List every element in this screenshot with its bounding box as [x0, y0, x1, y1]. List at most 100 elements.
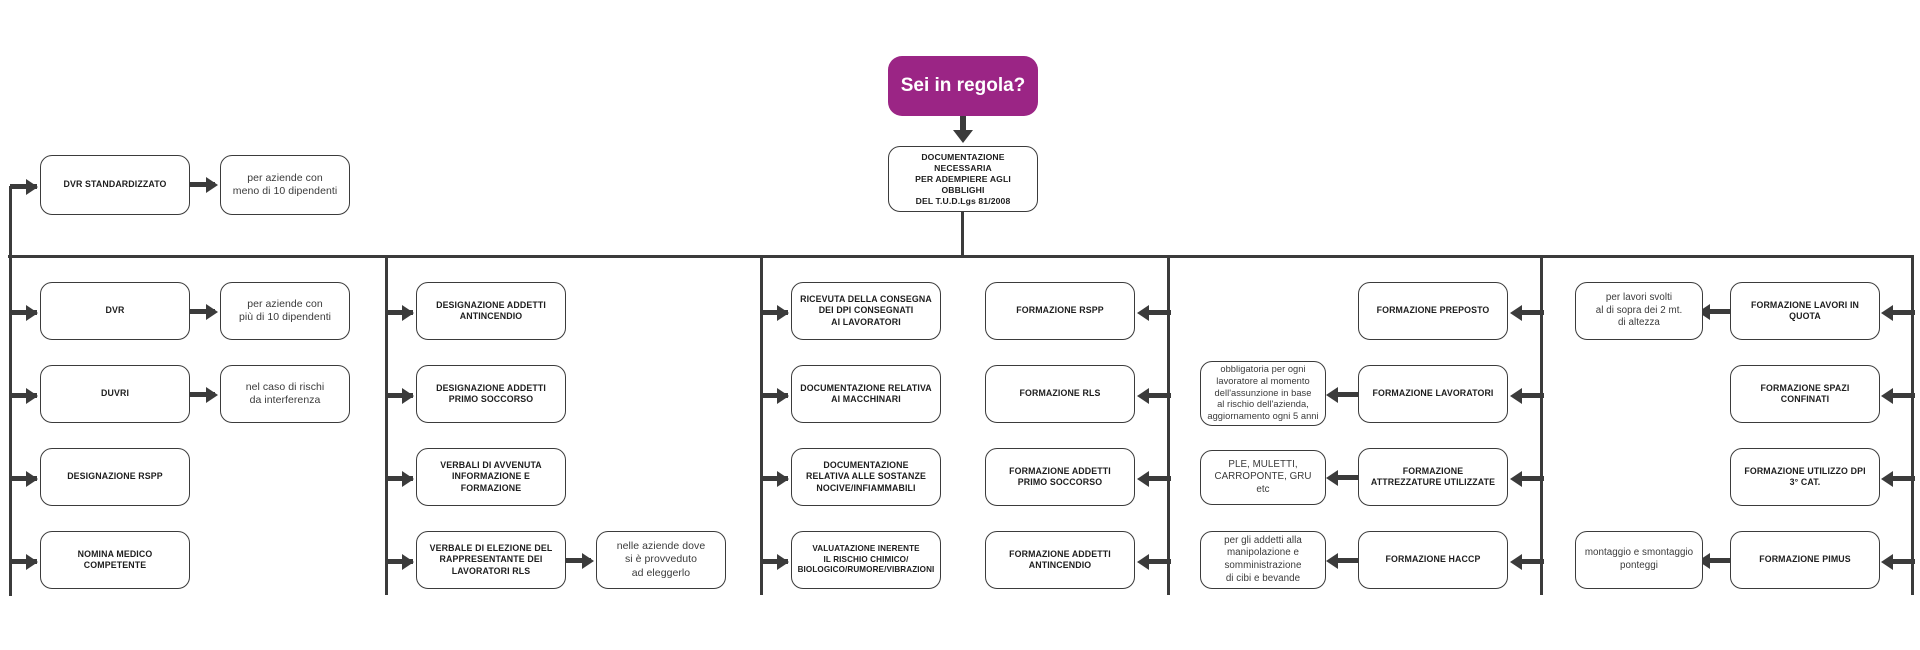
node-dvr-standardizzato[interactable]: DVR STANDARDIZZATO — [40, 155, 190, 215]
arrowhead-c5-r4 — [1510, 554, 1522, 570]
arrowhead-c2-r4-note — [582, 553, 594, 569]
node-c1-r1-label: DVR — [105, 305, 125, 316]
node-c4-r2[interactable]: FORMAZIONE RLS — [985, 365, 1135, 423]
node-c1-r1[interactable]: DVR — [40, 282, 190, 340]
arrowhead-c5-r3 — [1510, 471, 1522, 487]
connector-c4-r1 — [1144, 310, 1171, 315]
connector-dvr-standardizzato-to-note — [190, 182, 215, 187]
connector-root-to-main — [960, 116, 966, 132]
node-c6-r1-label: FORMAZIONE LAVORI IN QUOTA — [1750, 299, 1860, 321]
spine-column-3 — [760, 255, 764, 595]
main-node-label: DOCUMENTAZIONE NECESSARIA PER ADEMPIERE … — [915, 151, 1011, 206]
note-c1-r2-label: nel caso di rischi da interferenza — [245, 380, 325, 406]
connector-c2-r2 — [386, 393, 413, 398]
note-c5-r4-label: per gli addetti alla manipolazione e som… — [1224, 534, 1302, 584]
node-c2-r2[interactable]: DESIGNAZIONE ADDETTI PRIMO SOCCORSO — [416, 365, 566, 423]
arrowhead-to-dvr-standardizzato — [26, 179, 38, 195]
note-c6-r1[interactable]: per lavori svolti al di sopra dei 2 mt. … — [1575, 282, 1703, 340]
connector-c2-r1 — [386, 310, 413, 315]
node-c6-r4[interactable]: FORMAZIONE PIMUS — [1730, 531, 1880, 589]
connector-c5-r3-note — [1333, 475, 1358, 480]
connector-c5-r2 — [1517, 393, 1544, 398]
arrowhead-c6-r1 — [1881, 305, 1893, 321]
node-c1-r3[interactable]: DESIGNAZIONE RSPP — [40, 448, 190, 506]
node-c2-r1[interactable]: DESIGNAZIONE ADDETTI ANTINCENDIO — [416, 282, 566, 340]
spine-column-2 — [385, 255, 389, 595]
node-c5-r3-label: FORMAZIONE ATTREZZATURE UTILIZZATE — [1370, 465, 1496, 487]
node-c4-r4[interactable]: FORMAZIONE ADDETTI ANTINCENDIO — [985, 531, 1135, 589]
node-c4-r1[interactable]: FORMAZIONE RSPP — [985, 282, 1135, 340]
node-c3-r1-label: RICEVUTA DELLA CONSEGNA DEI DPI CONSEGNA… — [800, 294, 932, 327]
arrowhead-c2-r3 — [402, 471, 414, 487]
note-c2-r4[interactable]: nelle aziende dove si è provveduto ad el… — [596, 531, 726, 589]
connector-c1-r3 — [10, 476, 37, 481]
connector-c4-r3 — [1144, 476, 1171, 481]
node-c5-r4[interactable]: FORMAZIONE HACCP — [1358, 531, 1508, 589]
node-c1-r4-label: NOMINA MEDICO COMPETENTE — [77, 548, 153, 570]
arrowhead-c4-r3 — [1137, 471, 1149, 487]
note-c5-r3[interactable]: PLE, MULETTI, CARROPONTE, GRU etc — [1200, 450, 1326, 505]
node-c2-r2-label: DESIGNAZIONE ADDETTI PRIMO SOCCORSO — [436, 382, 546, 404]
note-c1-r1-label: per aziende con più di 10 dipendenti — [238, 297, 332, 323]
arrowhead-c6-r3 — [1881, 471, 1893, 487]
connector-c5-r2-note — [1333, 392, 1358, 397]
node-c1-r4[interactable]: NOMINA MEDICO COMPETENTE — [40, 531, 190, 589]
connector-c6-r4-note — [1705, 558, 1730, 563]
node-c3-r3-label: DOCUMENTAZIONE RELATIVA ALLE SOSTANZE NO… — [805, 460, 927, 493]
arrowhead-c1-r1-note — [206, 304, 218, 320]
node-c3-r2[interactable]: DOCUMENTAZIONE RELATIVA AI MACCHINARI — [791, 365, 941, 423]
arrowhead-dvr-standardizzato-note — [206, 177, 218, 193]
connector-c1-r4 — [10, 559, 37, 564]
connector-c6-r3 — [1888, 476, 1915, 481]
connector-c1-r2-note — [190, 392, 215, 397]
note-c6-r4[interactable]: montaggio e smontaggio ponteggi — [1575, 531, 1703, 589]
connector-c5-r3 — [1517, 476, 1544, 481]
node-c5-r2[interactable]: FORMAZIONE LAVORATORI — [1358, 365, 1508, 423]
node-c6-r2-label: FORMAZIONE SPAZI CONFINATI — [1760, 382, 1850, 404]
main-node-documentazione[interactable]: DOCUMENTAZIONE NECESSARIA PER ADEMPIERE … — [888, 146, 1038, 212]
connector-c5-r1 — [1517, 310, 1544, 315]
arrowhead-c1-r1 — [26, 305, 38, 321]
note-c5-r3-label: PLE, MULETTI, CARROPONTE, GRU etc — [1214, 458, 1312, 495]
node-c5-r1[interactable]: FORMAZIONE PREPOSTO — [1358, 282, 1508, 340]
node-c6-r2[interactable]: FORMAZIONE SPAZI CONFINATI — [1730, 365, 1880, 423]
arrowhead-c3-r2 — [777, 388, 789, 404]
arrowhead-c1-r3 — [26, 471, 38, 487]
node-c3-r4-label: VALUATAZIONE INERENTE IL RISCHIO CHIMICO… — [797, 544, 935, 575]
arrowhead-c4-r1 — [1137, 305, 1149, 321]
node-c2-r4-label: VERBALE DI ELEZIONE DEL RAPPRESENTANTE D… — [429, 543, 553, 576]
arrowhead-c5-r1 — [1510, 305, 1522, 321]
note-dvr-standardizzato[interactable]: per aziende con meno di 10 dipendenti — [220, 155, 350, 215]
connector-to-dvr-standardizzato — [10, 184, 37, 189]
note-c5-r2[interactable]: obbligatoria per ogni lavoratore al mome… — [1200, 361, 1326, 426]
connector-c4-r2 — [1144, 393, 1171, 398]
note-c5-r4[interactable]: per gli addetti alla manipolazione e som… — [1200, 531, 1326, 589]
note-c1-r1[interactable]: per aziende con più di 10 dipendenti — [220, 282, 350, 340]
note-c2-r4-label: nelle aziende dove si è provveduto ad el… — [616, 539, 706, 579]
node-c3-r3[interactable]: DOCUMENTAZIONE RELATIVA ALLE SOSTANZE NO… — [791, 448, 941, 506]
arrowhead-c4-r4 — [1137, 554, 1149, 570]
node-c1-r2[interactable]: DUVRI — [40, 365, 190, 423]
node-c5-r4-label: FORMAZIONE HACCP — [1385, 554, 1481, 565]
connector-c1-r2 — [10, 393, 37, 398]
node-c2-r3[interactable]: VERBALI DI AVVENUTA INFORMAZIONE E FORMA… — [416, 448, 566, 506]
arrowhead-c5-r4-note — [1326, 553, 1338, 569]
node-c5-r1-label: FORMAZIONE PREPOSTO — [1376, 305, 1490, 316]
arrowhead-c6-r4 — [1881, 554, 1893, 570]
node-c6-r1[interactable]: FORMAZIONE LAVORI IN QUOTA — [1730, 282, 1880, 340]
connector-c6-r4 — [1888, 559, 1915, 564]
node-c3-r4[interactable]: VALUATAZIONE INERENTE IL RISCHIO CHIMICO… — [791, 531, 941, 589]
node-c5-r2-label: FORMAZIONE LAVORATORI — [1372, 388, 1494, 399]
root-node-sei-in-regola[interactable]: Sei in regola? — [888, 56, 1038, 116]
note-c1-r2[interactable]: nel caso di rischi da interferenza — [220, 365, 350, 423]
node-c5-r3[interactable]: FORMAZIONE ATTREZZATURE UTILIZZATE — [1358, 448, 1508, 506]
connector-c3-r1 — [761, 310, 788, 315]
node-c2-r4[interactable]: VERBALE DI ELEZIONE DEL RAPPRESENTANTE D… — [416, 531, 566, 589]
node-c3-r1[interactable]: RICEVUTA DELLA CONSEGNA DEI DPI CONSEGNA… — [791, 282, 941, 340]
connector-c1-r1 — [10, 310, 37, 315]
node-c6-r3[interactable]: FORMAZIONE UTILIZZO DPI 3° CAT. — [1730, 448, 1880, 506]
connector-c1-r1-note — [190, 309, 215, 314]
node-c4-r3[interactable]: FORMAZIONE ADDETTI PRIMO SOCCORSO — [985, 448, 1135, 506]
arrowhead-c2-r1 — [402, 305, 414, 321]
